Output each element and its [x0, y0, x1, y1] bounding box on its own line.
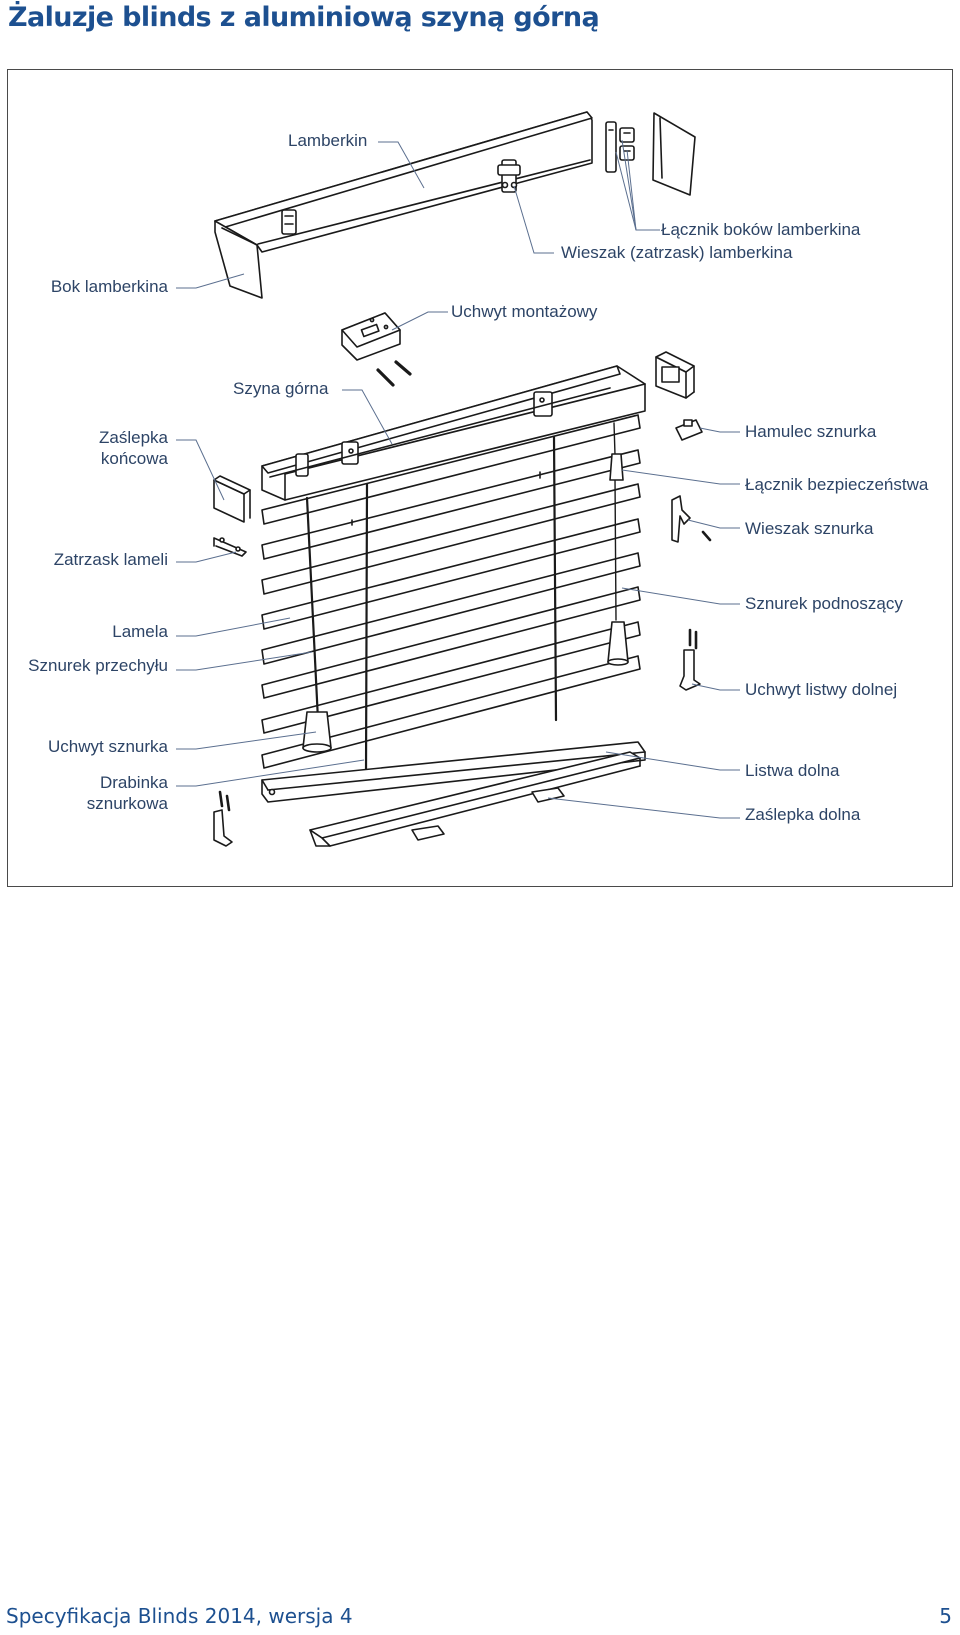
footer-document-info: Specyfikacja Blinds 2014, wersja 4	[6, 1604, 353, 1628]
label-listwa-dolna: Listwa dolna	[745, 761, 840, 780]
label-uchwyt-montazowy: Uchwyt montażowy	[451, 302, 598, 321]
label-bok-lamberkina: Bok lamberkina	[50, 277, 168, 296]
end-cap-part	[213, 475, 251, 523]
label-uchwyt-sznurka: Uchwyt sznurka	[48, 737, 168, 756]
label-lacznik-bokow-lamberkina: Łącznik boków lamberkina	[661, 220, 861, 239]
bottom-rail-bracket-part	[679, 628, 701, 691]
end-cap-top-part	[655, 351, 695, 399]
label-zaslepka-dolna: Zaślepka dolna	[745, 805, 861, 824]
cord-holder-part	[213, 790, 233, 847]
ladder-cords-part	[305, 422, 617, 777]
page-title: Żaluzje blinds z aluminiową szyną górną	[8, 2, 600, 33]
bottom-caps-part	[411, 787, 565, 841]
blinds-exploded-diagram	[176, 111, 740, 847]
label-hamulec-sznurka: Hamulec sznurka	[745, 422, 877, 441]
cord-tassels-part	[302, 453, 629, 753]
bottom-rail-part	[261, 741, 646, 847]
valance-part	[214, 111, 593, 299]
label-drabinka-line2: sznurkowa	[86, 794, 168, 813]
diagram-frame	[7, 69, 953, 887]
label-lamberkin: Lamberkin	[288, 131, 368, 150]
label-szyna-gorna: Szyna górna	[233, 379, 329, 398]
label-wieszak-lamberkina: Wieszak (zatrzask) lamberkina	[561, 243, 793, 262]
mounting-bracket-part	[341, 312, 412, 387]
label-zaslepka-koncowa-line1: Zaślepka	[99, 428, 168, 447]
cord-hook-part	[671, 495, 712, 543]
slats-part	[261, 414, 641, 769]
leader-lines	[176, 139, 740, 819]
label-wieszak-sznurka: Wieszak sznurka	[745, 519, 874, 538]
label-drabinka-line1: Drabinka	[99, 773, 168, 792]
head-rail-part	[261, 365, 646, 501]
label-sznurek-podnoszacy: Sznurek podnoszący	[745, 594, 903, 613]
label-uchwyt-listwy-dolnej: Uchwyt listwy dolnej	[745, 680, 898, 699]
slat-clip-part	[213, 537, 247, 557]
label-lacznik-bezpieczenstwa: Łącznik bezpieczeństwa	[745, 475, 929, 494]
valance-side-connector-part	[605, 121, 635, 173]
label-lamela: Lamela	[112, 622, 168, 641]
label-zaslepka-koncowa-line2: końcowa	[100, 449, 168, 468]
label-sznurek-przechylu: Sznurek przechyłu	[28, 656, 168, 675]
label-zatrzask-lameli: Zatrzask lameli	[53, 550, 168, 569]
valance-cap-part	[652, 112, 696, 196]
cord-lock-part	[675, 419, 703, 441]
page-number: 5	[939, 1604, 952, 1628]
